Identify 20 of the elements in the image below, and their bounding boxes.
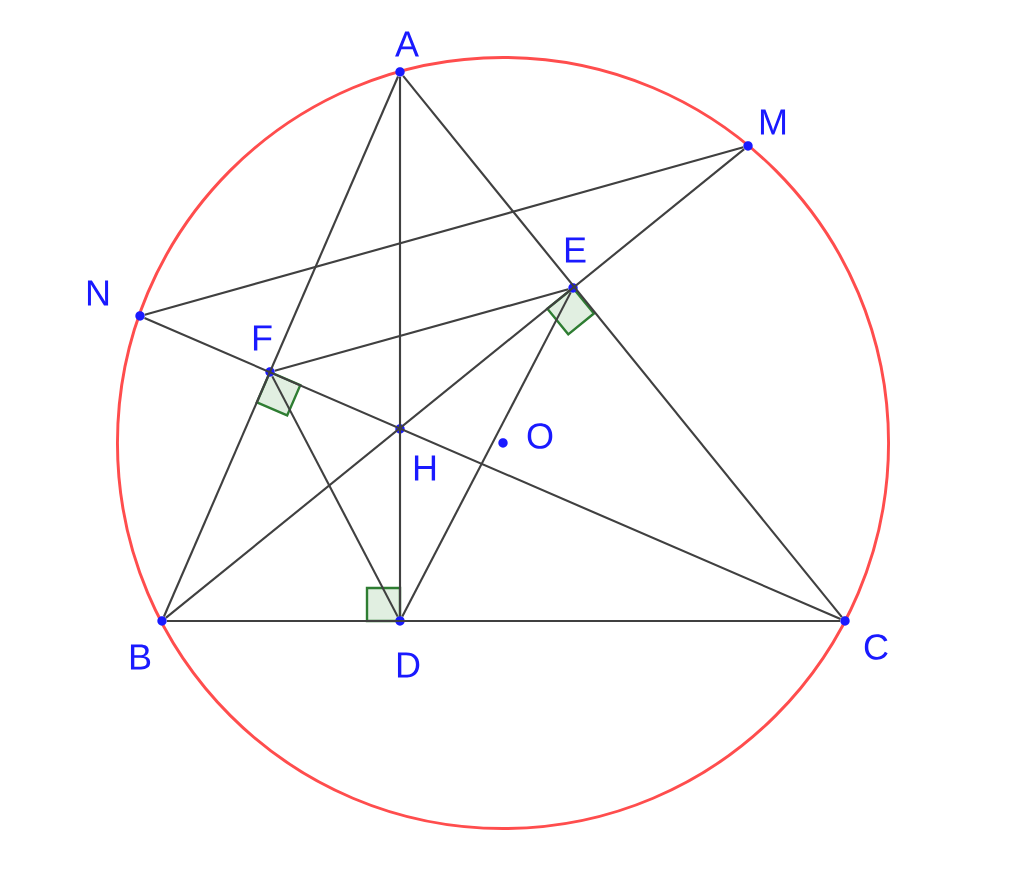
point-label: O: [527, 423, 553, 449]
point-label: C: [864, 634, 888, 660]
segment: [163, 76, 400, 617]
segment: [398, 76, 402, 617]
point-label: D: [397, 652, 420, 678]
point-label: E: [565, 237, 586, 263]
point-label: N: [87, 280, 109, 306]
point-label: M: [760, 109, 786, 135]
point-label: B: [130, 644, 151, 670]
point-label: H: [414, 455, 436, 481]
segment: [274, 288, 569, 372]
point-label: A: [395, 31, 419, 57]
segment: [402, 75, 843, 618]
segment: [144, 146, 744, 316]
segment: [165, 148, 745, 619]
segment: [166, 619, 841, 623]
segment: [271, 375, 399, 618]
point-label: F: [253, 325, 272, 351]
segment: [401, 291, 572, 618]
segment: [144, 317, 841, 620]
